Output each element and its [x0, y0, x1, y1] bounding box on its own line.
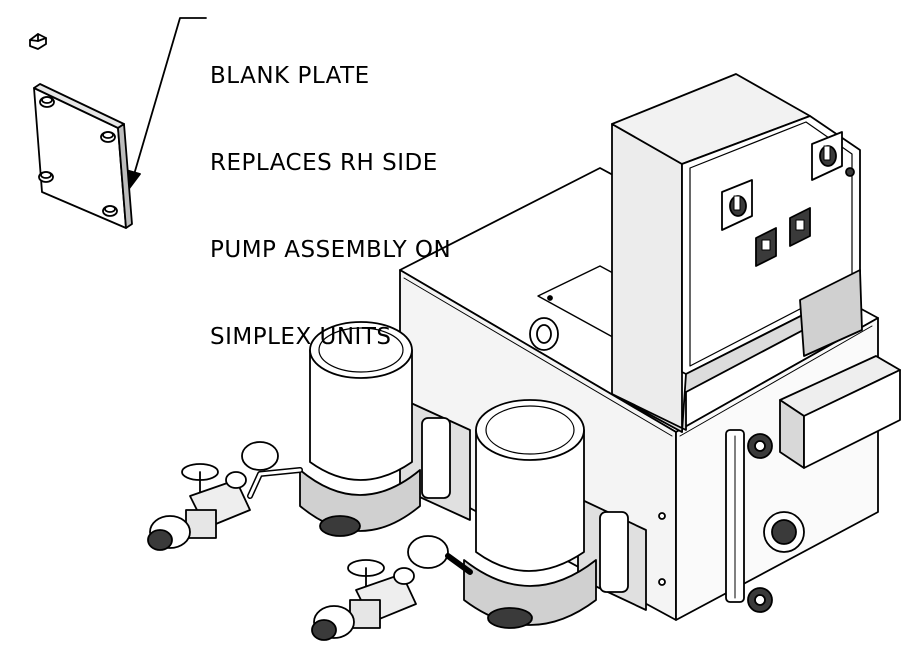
pump-right	[407, 399, 647, 629]
callout-line: PUMP ASSEMBLY ON	[210, 237, 452, 263]
control-panel	[611, 73, 863, 433]
plate-bolt	[102, 205, 118, 217]
blank-plate-callout: BLANK PLATE REPLACES RH SIDE PUMP ASSEMB…	[210, 4, 451, 381]
sight-glass	[725, 429, 805, 613]
callout-line: BLANK PLATE	[210, 63, 370, 89]
pump-left	[241, 321, 471, 537]
selector-switch-left	[721, 179, 753, 231]
valve-train-left	[147, 463, 251, 551]
toggle-switch-right	[789, 207, 811, 247]
junction-box	[779, 355, 901, 469]
loose-nut	[29, 33, 47, 50]
blank-plate	[33, 83, 133, 229]
plate-bolt	[100, 131, 116, 143]
callout-leader	[125, 17, 207, 191]
selector-switch-right	[811, 131, 855, 181]
callout-line: SIMPLEX UNITS	[210, 324, 392, 350]
toggle-switch-left	[755, 227, 777, 267]
plate-bolt	[39, 96, 55, 108]
callout-line: REPLACES RH SIDE	[210, 150, 438, 176]
plate-bolt	[38, 171, 54, 183]
valve-train-right	[311, 559, 417, 641]
